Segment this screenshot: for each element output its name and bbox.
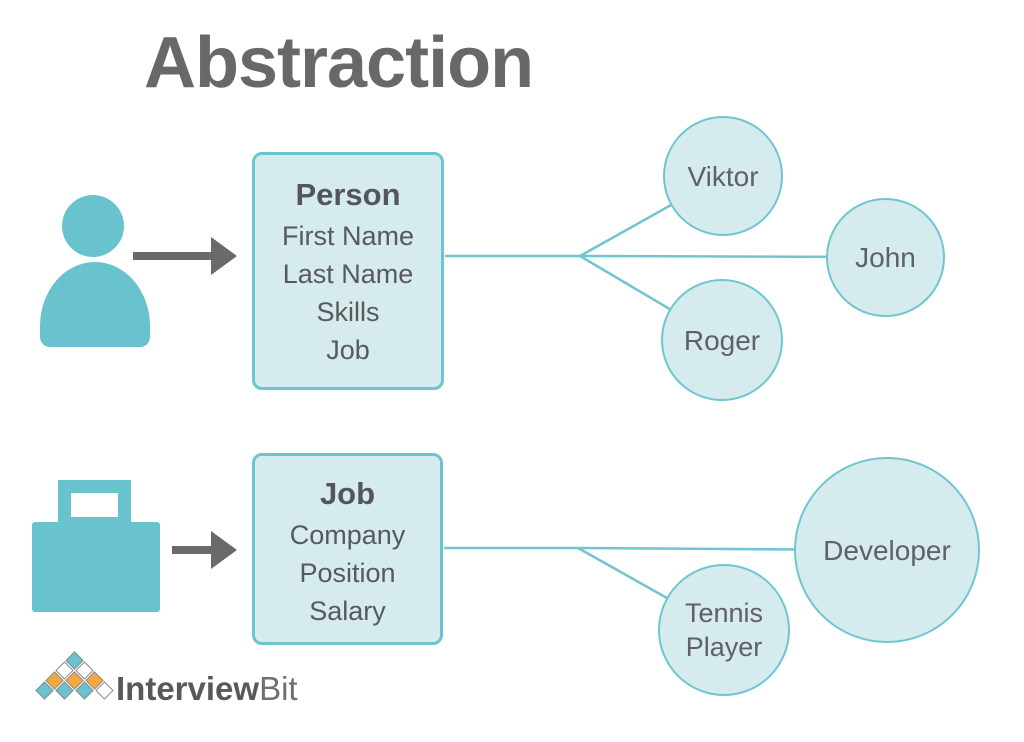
instance-label: Roger: [683, 324, 761, 356]
instance-circle-viktor: Viktor: [663, 116, 783, 236]
person-box-field: Job: [326, 335, 370, 365]
arrow-shaft: [172, 546, 214, 554]
instance-circle-john: John: [826, 198, 945, 317]
person-box-title: Person: [295, 177, 401, 212]
briefcase-icon: [32, 478, 160, 612]
page-title: Abstraction: [144, 23, 534, 103]
person-box-field: Skills: [316, 297, 380, 327]
instance-label: Developer: [823, 534, 951, 566]
instance-circle-tennis-player: Tennis Player: [658, 564, 790, 696]
logo-pyramid-icon: [30, 648, 125, 708]
person-icon: [40, 195, 155, 347]
person-box-field: Last Name: [282, 259, 414, 289]
instance-label: Tennis Player: [684, 598, 764, 662]
instance-circle-roger: Roger: [661, 279, 783, 401]
job-box-title: Job: [319, 476, 376, 511]
person-icon-head: [62, 195, 124, 257]
briefcase-body: [32, 522, 160, 612]
instance-label: Viktor: [687, 160, 759, 192]
arrow-right-icon: [133, 237, 237, 275]
logo-text: InterviewBit: [116, 670, 298, 708]
instance-label: John: [855, 242, 916, 273]
arrow-right-icon: [172, 531, 237, 569]
arrow-shaft: [133, 252, 213, 260]
instance-circle-developer: Developer: [794, 457, 980, 643]
logo-text-primary: Interview: [116, 670, 260, 707]
person-class-box: Person First Name Last Name Skills Job: [252, 152, 444, 390]
arrow-head: [211, 531, 237, 569]
job-box-field: Position: [299, 558, 396, 588]
job-box-field: Company: [289, 520, 406, 550]
arrow-head: [211, 237, 237, 275]
logo-text-secondary: Bit: [259, 670, 298, 707]
job-class-box: Job Company Position Salary: [252, 453, 443, 645]
interviewbit-logo: InterviewBit: [30, 648, 330, 718]
job-box-field: Salary: [309, 596, 386, 626]
person-box-field: First Name: [281, 221, 414, 251]
